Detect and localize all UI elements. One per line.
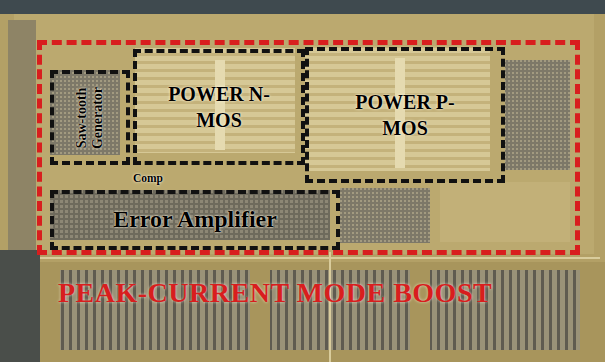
- block-name: POWER N-MOS: [164, 81, 274, 133]
- block-label: Comp: [123, 165, 173, 190]
- block-outline: POWER P-MOS: [305, 47, 505, 183]
- region-outline: PEAK-CURRENT MODE BOOSTSaw-tooth Generat…: [37, 40, 580, 255]
- block-outline: Saw-tooth Generator: [50, 70, 130, 165]
- block-name: Saw-tooth Generator: [74, 74, 106, 162]
- block-name: POWER P-MOS: [350, 89, 460, 141]
- block-outline: POWER N-MOS: [133, 49, 305, 165]
- block-name: Error Amplifier: [55, 204, 335, 235]
- block-name: Comp: [124, 170, 172, 185]
- region-title: PEAK-CURRENT MODE BOOST: [58, 275, 492, 311]
- block-outline: Error Amplifier: [50, 190, 340, 250]
